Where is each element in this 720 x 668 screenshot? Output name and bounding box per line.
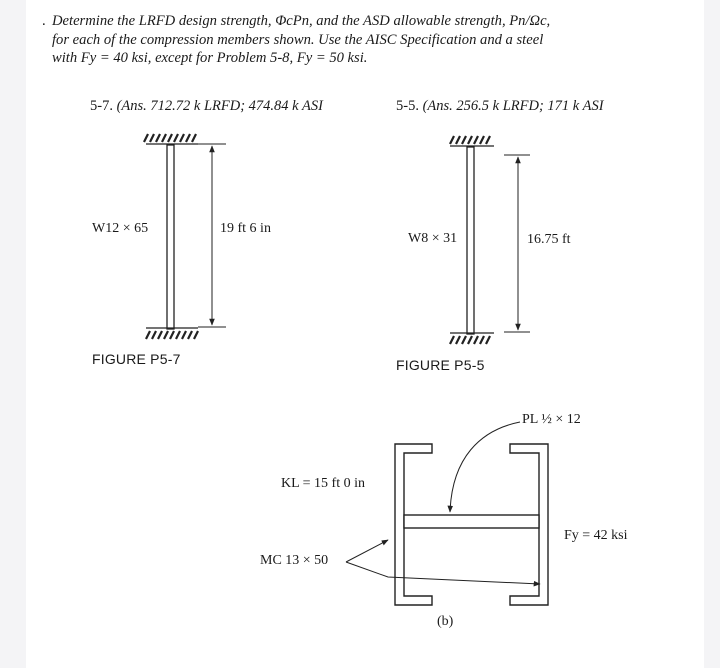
plate-leader: [447, 421, 521, 513]
column-w12x65: [166, 144, 175, 330]
dimension-line-5-7: [198, 143, 226, 328]
left-channel: [394, 443, 433, 606]
length-label-5-7: 19 ft 6 in: [220, 221, 271, 236]
figure-caption-5-5: FIGURE P5-5: [396, 357, 485, 373]
figure-caption-5-7: FIGURE P5-7: [92, 351, 181, 367]
section-label-5-7: W12 × 65: [92, 221, 149, 236]
kl-label: KL = 15 ft 0 in: [281, 476, 365, 491]
figure-p5-7-drawing: [143, 133, 226, 340]
document-page: [26, 0, 704, 668]
top-support-hatch-5-5: [449, 135, 494, 147]
bottom-support-hatch-5-5: [449, 332, 494, 345]
channel-leader-left: [345, 539, 389, 563]
fy-label: Fy = 42 ksi: [564, 528, 628, 543]
figure-caption-b: (b): [437, 614, 454, 629]
length-label-5-5: 16.75 ft: [527, 232, 571, 247]
dimension-line-5-5: [504, 154, 530, 333]
right-channel: [509, 443, 549, 606]
problem-number-5-7: 5-7.: [90, 98, 113, 114]
top-support-hatch-5-7: [143, 133, 198, 145]
problem-line-2: for each of the compression members show…: [52, 31, 544, 48]
answer-text-5-5: (Ans. 256.5 k LRFD; 171 k ASI: [422, 98, 604, 114]
column-w8x31: [466, 146, 475, 335]
cover-plate: [403, 514, 540, 529]
plate-label: PL ½ × 12: [522, 412, 581, 427]
problem-number-5-5: 5-5.: [396, 98, 419, 114]
problem-line-3: with Fy = 40 ksi, except for Problem 5-8…: [52, 50, 368, 66]
bullet: .: [42, 13, 46, 29]
figure-p5-5-drawing: [449, 135, 530, 345]
section-label-5-5: W8 × 31: [408, 231, 458, 246]
bottom-support-hatch-5-7: [145, 327, 199, 340]
figure-b-drawing: [345, 421, 549, 606]
problem-statement: . Determine the LRFD design strength, Φc…: [42, 12, 662, 68]
channel-label: MC 13 × 50: [260, 553, 329, 568]
answer-text-5-7: (Ans. 712.72 k LRFD; 474.84 k ASI: [116, 98, 323, 114]
channel-leader-right: [345, 561, 541, 587]
answer-5-5: 5-5. (Ans. 256.5 k LRFD; 171 k ASI: [396, 98, 604, 115]
problem-line-1: Determine the LRFD design strength, ΦcPn…: [52, 13, 551, 29]
answer-5-7: 5-7. (Ans. 712.72 k LRFD; 474.84 k ASI: [90, 98, 323, 115]
